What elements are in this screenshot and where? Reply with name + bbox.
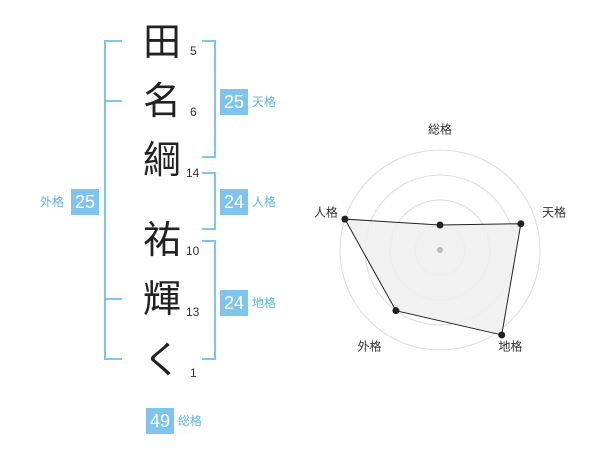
radar-point (517, 220, 525, 228)
chikaku-value-badge: 24 (220, 290, 248, 316)
radar-axis-label: 天格 (542, 204, 566, 219)
tenkaku-label: 天格 (252, 95, 277, 109)
radar-point (498, 331, 506, 339)
stroke-count-4: 10 (186, 244, 200, 258)
name-char-6: く (142, 338, 181, 382)
radar-axis-label: 外格 (357, 339, 381, 354)
name-char-4: 祐 (142, 218, 181, 262)
name-char-1: 田 (142, 20, 181, 64)
gaikaku-label: 外格 (40, 195, 65, 209)
chikaku-label: 地格 (252, 296, 277, 310)
stroke-count-1: 5 (190, 44, 197, 58)
radar-point (341, 215, 349, 223)
radar-axis-label: 人格 (314, 204, 338, 219)
radar-ring (339, 149, 541, 351)
radar-center-dot (437, 247, 443, 253)
stroke-count-6: 1 (190, 366, 197, 380)
radar-point (392, 307, 400, 315)
soukaku-label: 総格 (178, 414, 203, 428)
jinkaku-label: 人格 (252, 195, 277, 209)
radar-polygon (344, 218, 522, 336)
name-char-3: 綱 (142, 138, 181, 182)
radar-axis-label: 総格 (428, 122, 452, 137)
jinkaku-value-badge: 24 (220, 189, 248, 215)
name-char-2: 名 (142, 79, 181, 123)
radar-points (341, 215, 525, 339)
gaikaku-value-badge: 25 (71, 189, 99, 215)
tenkaku-value-badge: 25 (220, 89, 248, 115)
soukaku-value-badge: 49 (146, 408, 174, 434)
name-char-5: 輝 (142, 277, 181, 321)
stroke-count-5: 13 (186, 305, 200, 319)
radar-point (436, 221, 444, 229)
stroke-count-3: 14 (186, 166, 200, 180)
radar-axis-label: 地格 (499, 339, 523, 354)
stroke-count-2: 6 (190, 105, 197, 119)
